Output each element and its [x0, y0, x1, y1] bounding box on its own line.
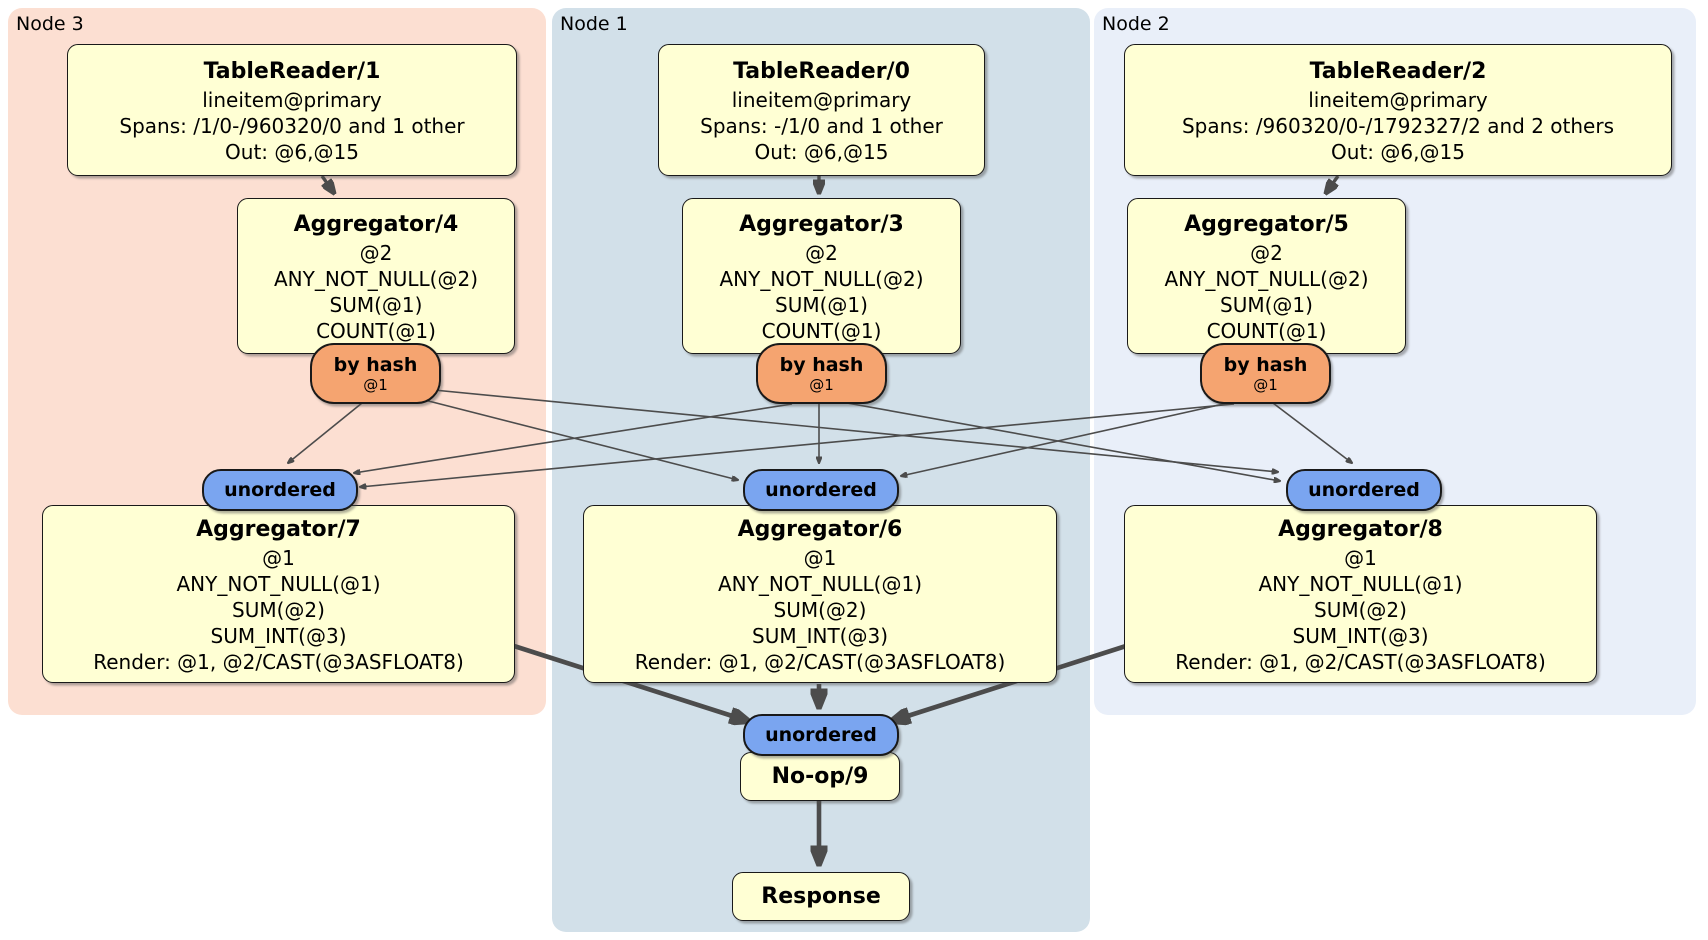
processor-title: No-op/9 [771, 764, 869, 789]
stream-unordered-7: unordered [202, 469, 358, 511]
processor-detail: ANY_NOT_NULL(@1) [718, 571, 922, 596]
processor-detail: ANY_NOT_NULL(@1) [176, 571, 381, 596]
processor-detail: ANY_NOT_NULL(@1) [1258, 571, 1463, 596]
processor-detail: COUNT(@1) [761, 318, 882, 343]
processor-detail: SUM(@2) [773, 597, 867, 622]
processor-detail: SUM_INT(@3) [210, 623, 347, 648]
processor-title: Response [761, 884, 881, 909]
processor-detail: lineitem@primary [731, 87, 912, 112]
processor-detail: Render: @1, @2/CAST(@3ASFLOAT8) [634, 649, 1006, 674]
processor-detail: Out: @6,@15 [225, 139, 359, 164]
processor-detail: SUM(@2) [1314, 597, 1407, 622]
router-label: by hash [1223, 353, 1308, 376]
processor-aggregator-5: Aggregator/5 @2 ANY_NOT_NULL(@2) SUM(@1)… [1127, 198, 1406, 354]
processor-detail: lineitem@primary [202, 87, 382, 112]
processor-detail: Spans: /960320/0-/1792327/2 and 2 others [1181, 113, 1614, 138]
router-by-hash-5: by hash @1 [1200, 343, 1331, 404]
region-label-node2: Node 2 [1102, 13, 1170, 35]
processor-detail: SUM_INT(@3) [752, 623, 888, 648]
stream-unordered-9: unordered [743, 714, 899, 756]
processor-detail: SUM(@2) [232, 597, 325, 622]
processor-detail: ANY_NOT_NULL(@2) [1164, 266, 1369, 291]
router-label: by hash [333, 353, 418, 376]
processor-detail: SUM(@1) [329, 292, 423, 317]
processor-tablereader-1: TableReader/1 lineitem@primary Spans: /1… [67, 44, 517, 176]
processor-title: Aggregator/3 [739, 211, 904, 237]
processor-detail: Render: @1, @2/CAST(@3ASFLOAT8) [93, 649, 464, 674]
processor-detail: ANY_NOT_NULL(@2) [274, 266, 478, 291]
processor-detail: SUM_INT(@3) [1292, 623, 1429, 648]
stream-unordered-8: unordered [1286, 469, 1442, 511]
processor-detail: SUM(@1) [1220, 292, 1313, 317]
processor-aggregator-7: Aggregator/7 @1 ANY_NOT_NULL(@1) SUM(@2)… [42, 505, 515, 683]
processor-detail: @2 [805, 240, 838, 265]
processor-tablereader-2: TableReader/2 lineitem@primary Spans: /9… [1124, 44, 1672, 176]
router-columns: @1 [363, 375, 388, 394]
processor-title: Aggregator/5 [1184, 211, 1349, 237]
processor-title: Aggregator/6 [737, 516, 903, 542]
processor-detail: lineitem@primary [1308, 87, 1488, 112]
processor-title: TableReader/1 [203, 58, 381, 84]
processor-detail: Render: @1, @2/CAST(@3ASFLOAT8) [1175, 649, 1546, 674]
processor-aggregator-3: Aggregator/3 @2 ANY_NOT_NULL(@2) SUM(@1)… [682, 198, 961, 354]
processor-aggregator-8: Aggregator/8 @1 ANY_NOT_NULL(@1) SUM(@2)… [1124, 505, 1597, 683]
region-label-node3: Node 3 [16, 13, 84, 35]
processor-detail: SUM(@1) [775, 292, 868, 317]
processor-detail: @2 [1250, 240, 1283, 265]
router-columns: @1 [809, 375, 834, 394]
processor-title: Aggregator/4 [293, 211, 459, 237]
router-label: by hash [779, 353, 864, 376]
processor-tablereader-0: TableReader/0 lineitem@primary Spans: -/… [658, 44, 985, 176]
region-label-node1: Node 1 [560, 13, 628, 35]
processor-detail: Out: @6,@15 [754, 139, 889, 164]
response-node: Response [732, 872, 910, 921]
processor-detail: @1 [1344, 545, 1377, 570]
processor-detail: Spans: -/1/0 and 1 other [700, 113, 943, 138]
processor-title: Aggregator/7 [196, 516, 361, 542]
processor-detail: @1 [803, 545, 837, 570]
router-by-hash-4: by hash @1 [310, 343, 441, 404]
processor-detail: @1 [262, 545, 295, 570]
processor-title: Aggregator/8 [1278, 516, 1443, 542]
stream-unordered-6: unordered [743, 469, 899, 511]
processor-aggregator-4: Aggregator/4 @2 ANY_NOT_NULL(@2) SUM(@1)… [237, 198, 515, 354]
processor-detail: Spans: /1/0-/960320/0 and 1 other [119, 113, 465, 138]
processor-detail: ANY_NOT_NULL(@2) [719, 266, 924, 291]
processor-title: TableReader/0 [733, 58, 910, 84]
processor-title: TableReader/2 [1309, 58, 1487, 84]
processor-detail: COUNT(@1) [1206, 318, 1327, 343]
router-columns: @1 [1253, 375, 1278, 394]
processor-aggregator-6: Aggregator/6 @1 ANY_NOT_NULL(@1) SUM(@2)… [583, 505, 1057, 683]
processor-detail: COUNT(@1) [316, 318, 436, 343]
processor-detail: Out: @6,@15 [1331, 139, 1465, 164]
router-by-hash-3: by hash @1 [756, 343, 887, 404]
processor-detail: @2 [359, 240, 393, 265]
processor-noop-9: No-op/9 [740, 752, 900, 801]
